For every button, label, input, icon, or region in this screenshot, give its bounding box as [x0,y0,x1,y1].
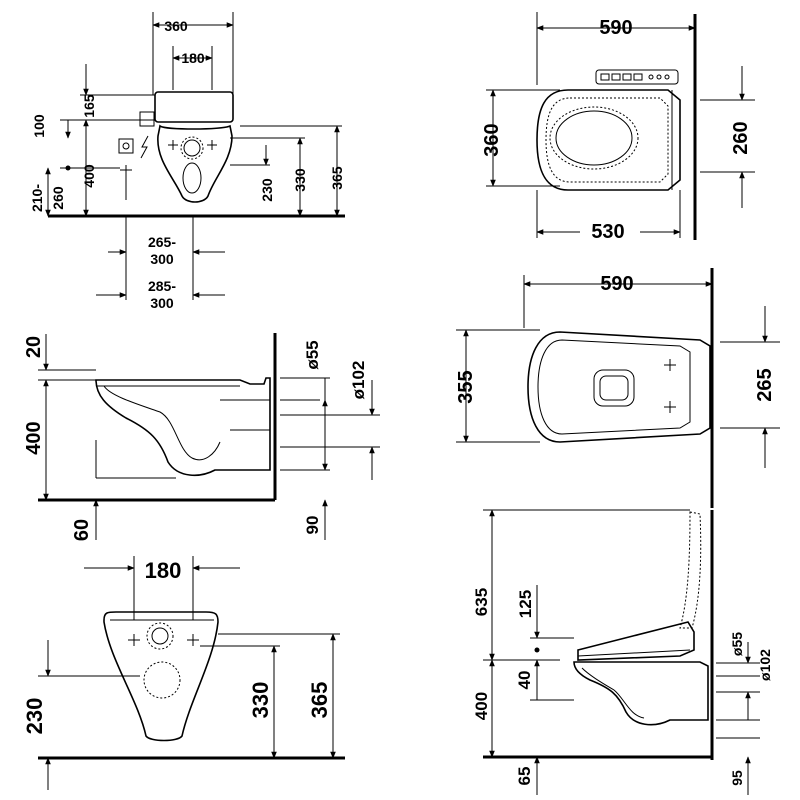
side-view: 20 400 60 ø55 ø102 90 [23,333,380,541]
front-view: 180 230 330 365 [22,556,345,790]
label-230: 230 [259,178,275,202]
label-40: 40 [515,671,534,690]
label-60: 60 [71,519,93,541]
label-365-front: 365 [307,682,332,719]
bowl-frontal-shape [103,611,219,742]
bowl-side-shape [95,377,271,477]
drain-shape [593,369,635,407]
label-360: 360 [164,18,188,34]
label-330-front: 330 [248,682,273,719]
remote-buttons [600,73,670,81]
label-o55-side: ø55 [303,340,322,369]
label-590-top: 590 [599,17,632,39]
label-300-b: 300 [150,295,174,311]
seat-lid-shape [154,91,234,123]
label-365: 365 [329,166,345,190]
label-180-front: 180 [145,558,182,583]
label-300-a: 300 [150,251,174,267]
label-400: 400 [81,164,97,188]
label-260: 260 [50,186,66,210]
bowl-front-shape [157,124,233,203]
control-box-shape [139,111,155,127]
label-590-plan: 590 [600,273,633,295]
side-with-seat-view: 635 125 40 400 65 ø55 ø102 95 [472,509,773,795]
label-100: 100 [31,114,47,138]
label-265: 265- [148,234,176,250]
remote-control-shape [595,69,679,85]
label-260-plan: 260 [730,121,752,154]
label-o55-seat: ø55 [729,632,745,656]
label-o102-seat: ø102 [757,649,773,681]
label-355: 355 [455,370,477,403]
label-230-front: 230 [22,698,47,735]
bowl-plan-shape [527,331,711,443]
label-400-seat: 400 [472,692,491,720]
label-95: 95 [729,770,745,786]
plan-bowl-view: 590 355 265 [455,268,780,508]
label-180: 180 [181,50,205,66]
label-90: 90 [303,516,322,535]
lightning-icon [140,135,149,159]
label-530: 530 [591,221,624,243]
label-o102-side: ø102 [349,361,368,400]
seat-side-shape [577,621,695,661]
lid-raised-shape [679,511,702,629]
power-socket-icon [118,138,134,154]
front-fixing-view: 360 180 165 100 400 210- 260 [29,12,345,311]
label-330: 330 [292,168,308,192]
label-400-side: 400 [23,421,45,454]
plan-with-control-view: 590 360 260 530 [481,12,755,243]
seat-plan-shape [536,89,681,191]
label-20: 20 [23,336,45,358]
label-65: 65 [515,767,534,786]
label-210: 210- [29,184,45,212]
label-165: 165 [81,94,97,118]
label-265-plan: 265 [754,368,776,401]
label-360-plan: 360 [481,123,503,156]
label-635: 635 [472,588,491,616]
label-125: 125 [516,590,535,618]
label-285: 285- [148,278,176,294]
bowl-seat-side-shape [573,661,709,726]
